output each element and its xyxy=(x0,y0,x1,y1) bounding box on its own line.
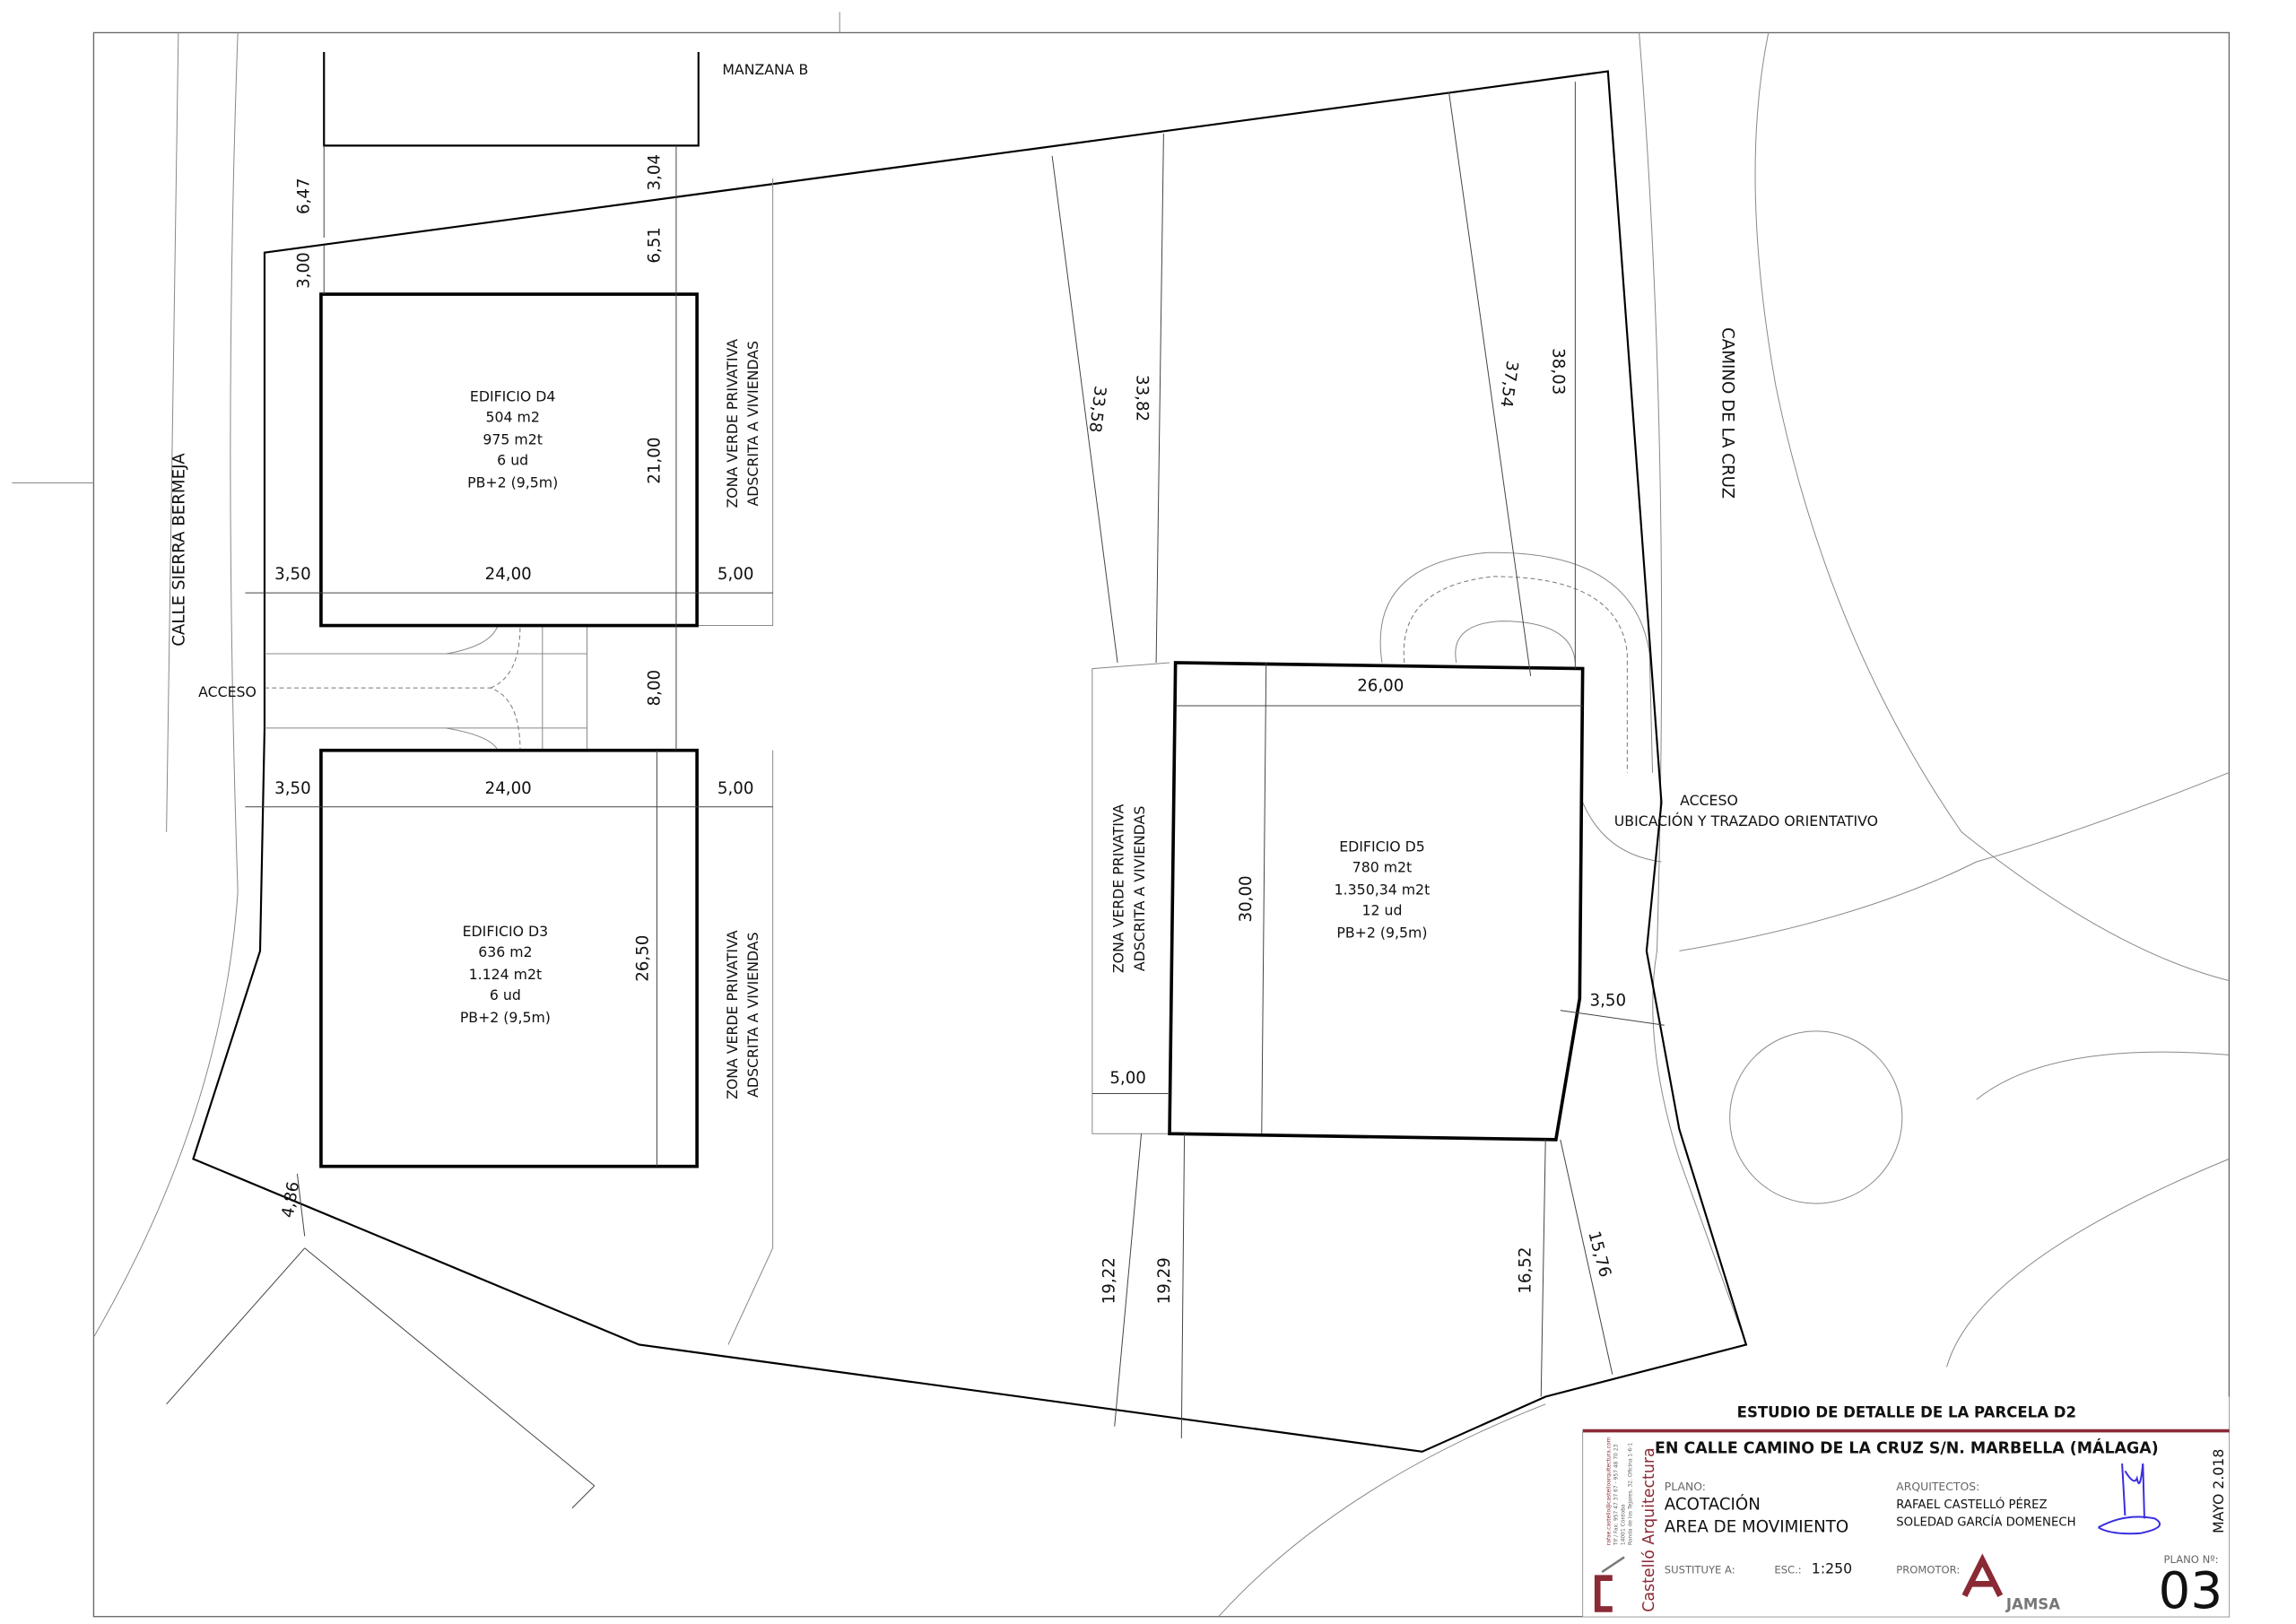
access-label-left: ACCESO xyxy=(198,683,257,700)
dim-label: 3,50 xyxy=(274,779,311,798)
firm-address-line: 14001 Córdoba xyxy=(1620,1504,1626,1545)
svg-text:ZONA VERDE PRIVATIVA: ZONA VERDE PRIVATIVA xyxy=(724,339,741,508)
dim-label: 26,00 xyxy=(1357,676,1404,695)
project-location: EN CALLE CAMINO DE LA CRUZ S/N. MARBELLA… xyxy=(1655,1437,2159,1457)
svg-text:EDIFICIO D4: EDIFICIO D4 xyxy=(470,387,556,404)
svg-text:12 ud: 12 ud xyxy=(1361,902,1402,919)
svg-text:6 ud: 6 ud xyxy=(490,986,521,1003)
firm-email: rafae.castello@castelloarquitectura.com xyxy=(1605,1437,1612,1545)
svg-text:504 m2: 504 m2 xyxy=(485,409,539,426)
svg-text:PB+2 (9,5m): PB+2 (9,5m) xyxy=(467,473,558,491)
dim-label: 30,00 xyxy=(1237,875,1256,922)
dim-label: 6,51 xyxy=(646,227,665,264)
firm-logo: Castelló Arquitectura Ronda de los Tejar… xyxy=(1594,1437,1658,1612)
title-block: ESTUDIO DE DETALLE DE LA PARCELA D2 EN C… xyxy=(1582,1396,2230,1620)
firm-name: Castelló Arquitectura xyxy=(1640,1447,1658,1611)
svg-text:1.124 m2t: 1.124 m2t xyxy=(469,966,543,983)
building-d3 xyxy=(319,748,699,1168)
plano-line: AREA DE MOVIMIENTO xyxy=(1665,1517,1848,1536)
dim-label: 5,00 xyxy=(718,779,754,798)
scale-label: ESC.: xyxy=(1774,1564,1801,1576)
svg-text:ZONA VERDE PRIVATIVA: ZONA VERDE PRIVATIVA xyxy=(724,930,741,1099)
dim-label: 8,00 xyxy=(646,670,665,707)
access-note: UBICACIÓN Y TRAZADO ORIENTATIVO xyxy=(1614,812,1878,829)
dim-label: 5,00 xyxy=(718,565,754,584)
svg-text:PB+2 (9,5m): PB+2 (9,5m) xyxy=(460,1009,551,1026)
date: MAYO 2.018 xyxy=(2210,1449,2227,1533)
svg-text:ZONA VERDE PRIVATIVA: ZONA VERDE PRIVATIVA xyxy=(1110,803,1127,973)
drawing-frame xyxy=(92,31,2231,1618)
svg-text:JAMSA: JAMSA xyxy=(2005,1595,2060,1612)
building-d5 xyxy=(1168,661,1585,1142)
svg-text:6 ud: 6 ud xyxy=(497,452,528,469)
svg-text:PB+2 (9,5m): PB+2 (9,5m) xyxy=(1336,925,1427,942)
plano-line: ACOTACIÓN xyxy=(1665,1494,1761,1514)
dim-label: 24,00 xyxy=(485,565,532,584)
access-road xyxy=(264,625,588,751)
svg-text:975 m2t: 975 m2t xyxy=(483,430,543,447)
sustituye-label: SUSTITUYE A: xyxy=(1665,1564,1735,1576)
dim-label: 38,03 xyxy=(1549,348,1568,395)
dim-label: 24,00 xyxy=(485,779,532,798)
dim-label: 19,22 xyxy=(1100,1257,1119,1304)
building-d5-label: EDIFICIO D5 780 m2t 1.350,34 m2t 12 ud P… xyxy=(1335,838,1431,941)
svg-text:ADSCRITA A VIVIENDAS: ADSCRITA A VIVIENDAS xyxy=(744,341,761,506)
dim-label: 3,50 xyxy=(274,565,311,584)
architect-name: SOLEDAD GARCÍA DOMENECH xyxy=(1896,1514,2075,1530)
firm-address-line: Ronda de los Tejares, 32. Oficina 1-6-1 xyxy=(1627,1443,1633,1546)
plano-number: 03 xyxy=(2158,1562,2222,1620)
dim-label: 6,47 xyxy=(295,178,314,214)
dimension-labels: 6,47 3,04 6,51 3,00 21,00 3,50 24,00 5,0… xyxy=(274,154,1626,1304)
street-label-left: CALLE SIERRA BERMEJA xyxy=(170,453,188,647)
svg-text:ADSCRITA A VIVIENDAS: ADSCRITA A VIVIENDAS xyxy=(744,932,761,1097)
green-zone-outlines xyxy=(697,178,1170,1345)
firm-address-line: Tlf / Fax: 957 47 37 67 - 957 48 70 23 xyxy=(1613,1444,1619,1546)
svg-text:EDIFICIO D3: EDIFICIO D3 xyxy=(463,923,549,940)
architect-name: RAFAEL CASTELLÓ PÉREZ xyxy=(1896,1496,2047,1512)
building-d4 xyxy=(319,292,699,628)
svg-text:EDIFICIO D5: EDIFICIO D5 xyxy=(1339,838,1425,855)
plano-label: PLANO: xyxy=(1665,1480,1706,1493)
dim-label: 16,52 xyxy=(1517,1247,1535,1294)
dim-label: 26,50 xyxy=(633,935,652,982)
street-label-right: CAMINO DE LA CRUZ xyxy=(1718,327,1736,499)
dimension-lines xyxy=(245,82,1665,1438)
plano-no-label: PLANO Nº: xyxy=(2163,1553,2218,1566)
dim-label: 33,82 xyxy=(1133,375,1152,421)
svg-text:780 m2t: 780 m2t xyxy=(1352,859,1413,876)
street-lines xyxy=(92,32,2230,1618)
svg-text:1.350,34 m2t: 1.350,34 m2t xyxy=(1335,881,1431,898)
manzana-b-label: MANZANA B xyxy=(722,61,808,78)
dim-label: 3,00 xyxy=(295,252,314,289)
architects-label: ARQUITECTOS: xyxy=(1896,1480,1979,1493)
dim-label: 3,50 xyxy=(1590,992,1627,1011)
building-d3-label: EDIFICIO D3 636 m2 1.124 m2t 6 ud PB+2 (… xyxy=(460,923,551,1026)
roundabout xyxy=(1729,1030,1903,1204)
promotor-logo: JAMSA xyxy=(1961,1553,2060,1612)
dim-label: 3,04 xyxy=(646,154,665,191)
manzana-b-outline xyxy=(323,51,700,147)
access-label-right: ACCESO xyxy=(1680,792,1738,809)
svg-text:636 m2: 636 m2 xyxy=(478,943,532,960)
promotor-label: PROMOTOR: xyxy=(1896,1564,1960,1576)
signature xyxy=(2098,1463,2161,1535)
dim-label: 5,00 xyxy=(1109,1069,1146,1088)
dim-label: 21,00 xyxy=(646,438,665,484)
svg-text:ADSCRITA A VIVIENDAS: ADSCRITA A VIVIENDAS xyxy=(1131,806,1148,971)
dim-label: 19,29 xyxy=(1155,1257,1174,1304)
building-d4-label: EDIFICIO D4 504 m2 975 m2t 6 ud PB+2 (9,… xyxy=(467,387,558,491)
parcel-boundary xyxy=(192,70,1748,1453)
project-title: ESTUDIO DE DETALLE DE LA PARCELA D2 xyxy=(1737,1404,2076,1421)
scale-value: 1:250 xyxy=(1812,1560,1852,1577)
